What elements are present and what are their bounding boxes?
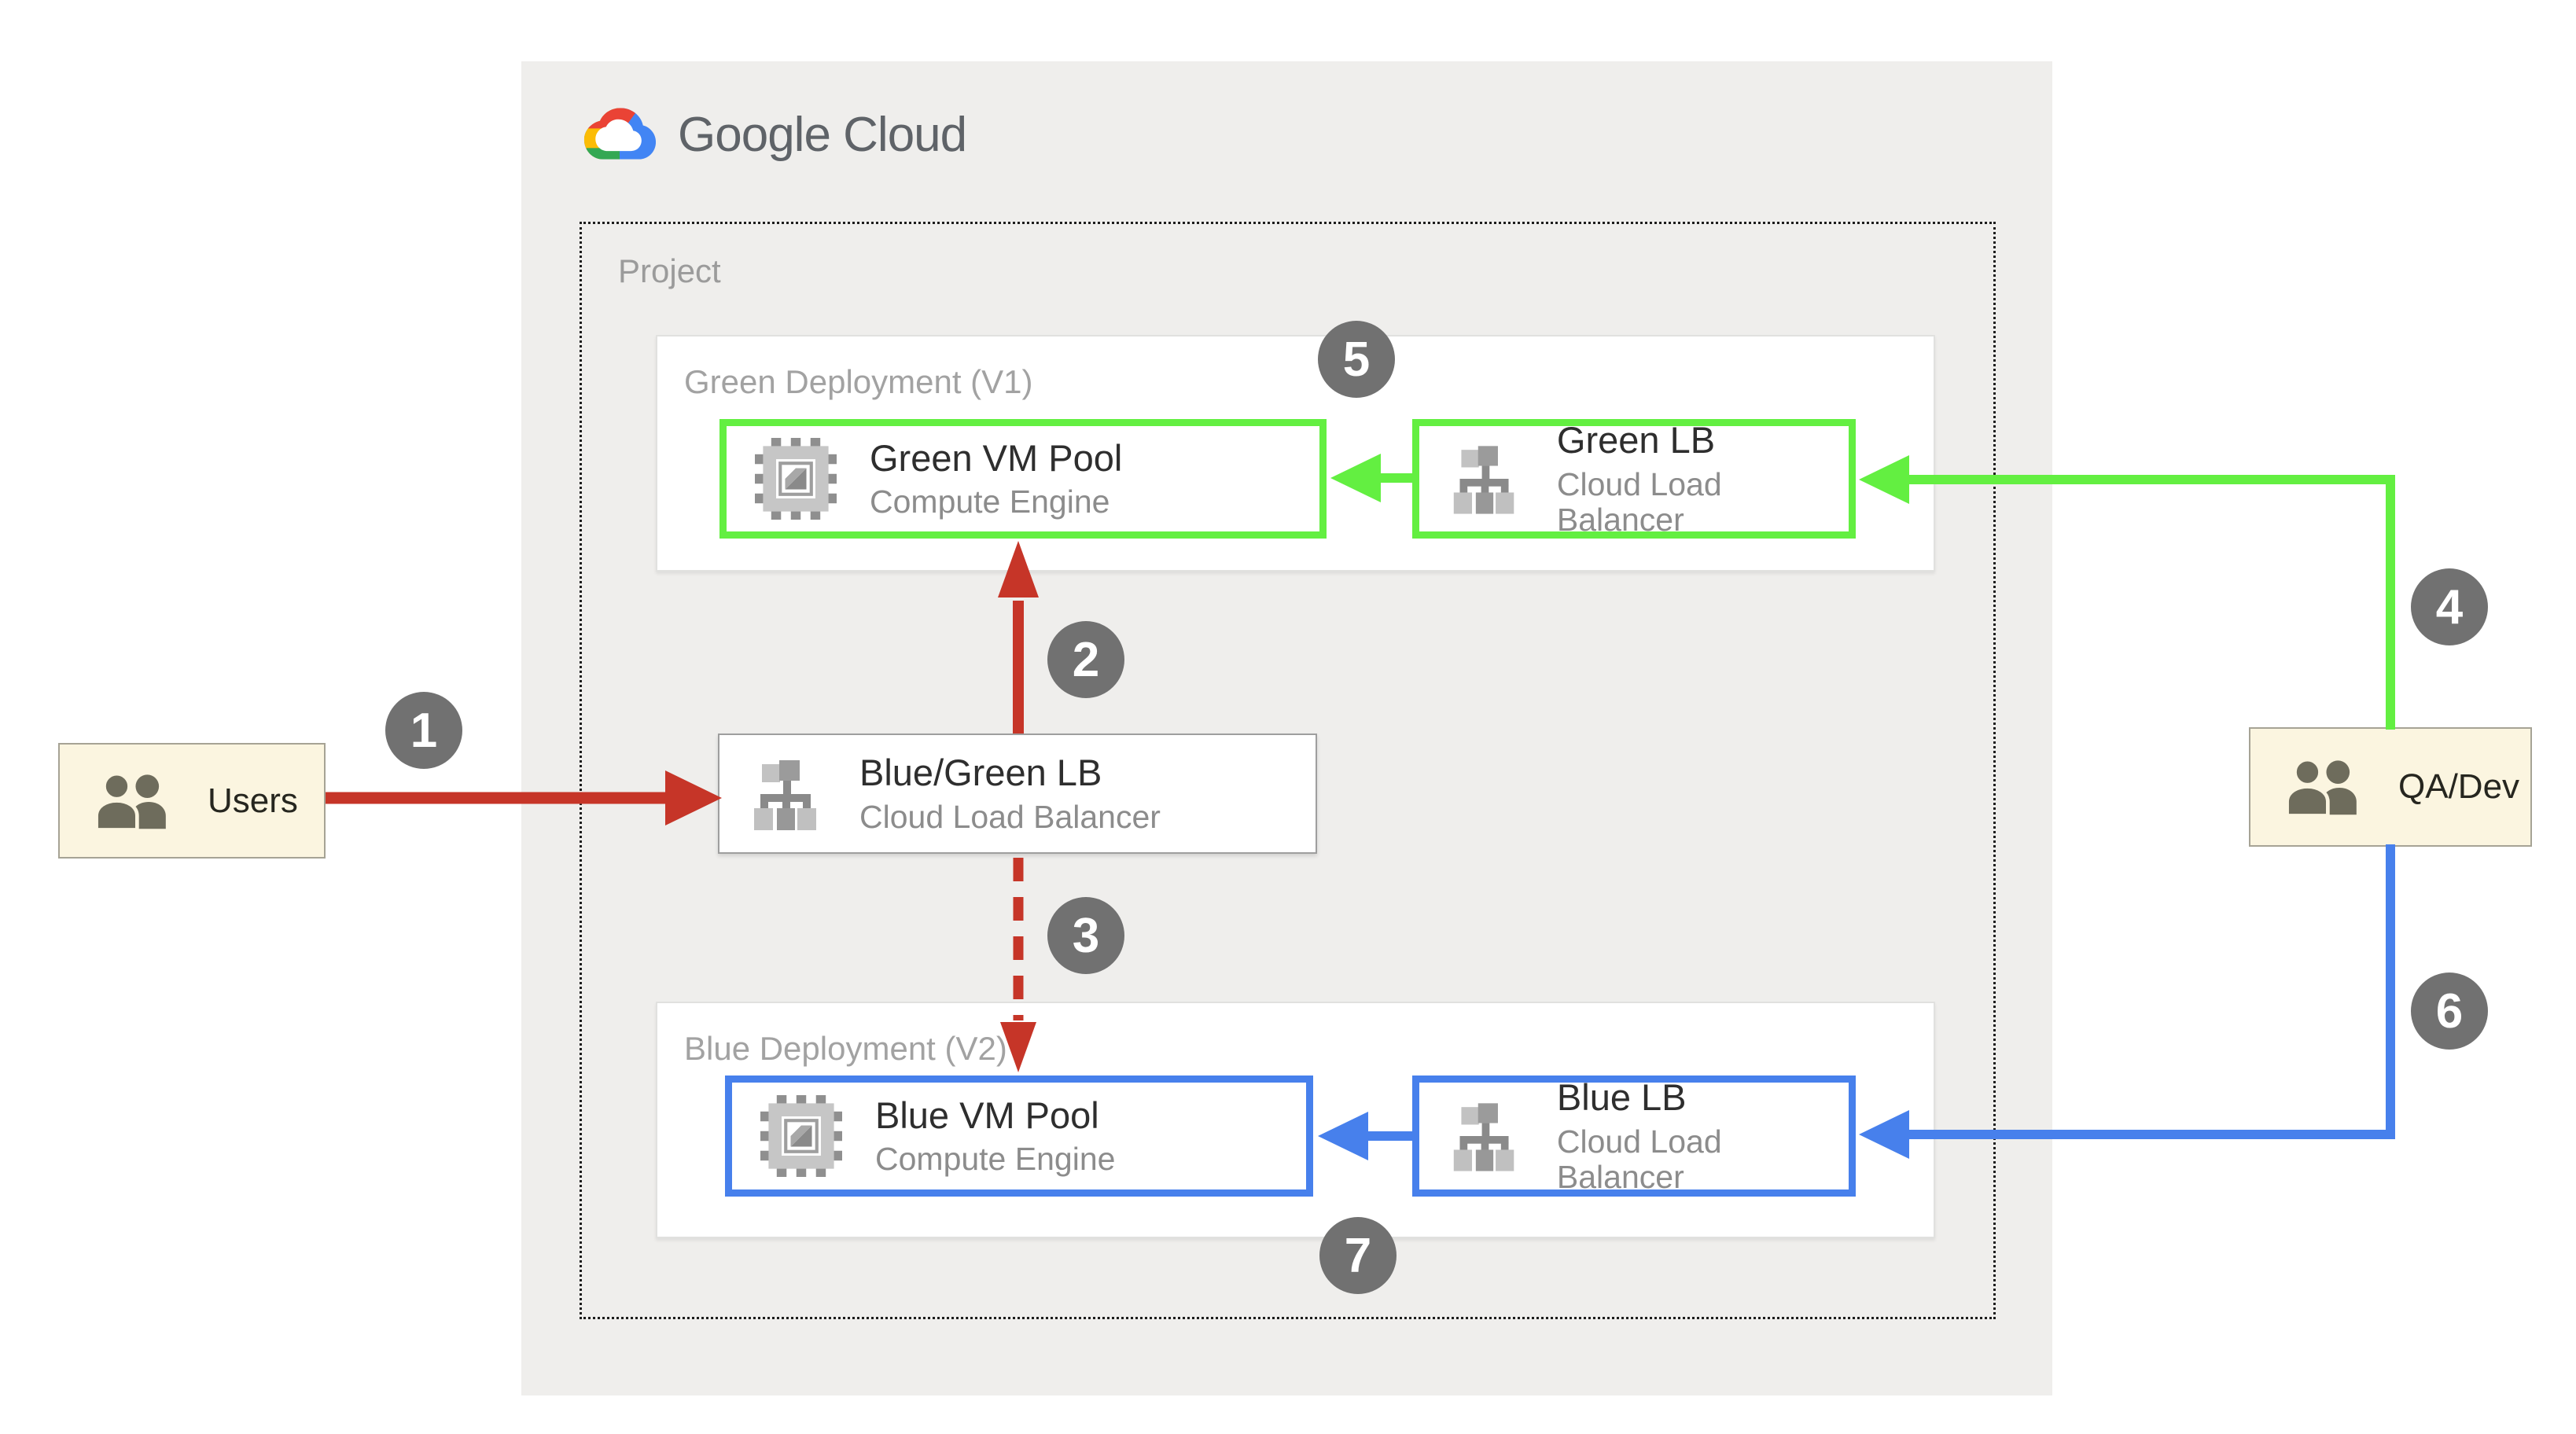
blue-deployment-label: Blue Deployment (V2) <box>684 1030 1007 1067</box>
google-cloud-logo-icon <box>583 108 657 160</box>
green-lb-node: Green LB Cloud Load Balancer <box>1412 419 1856 539</box>
blue-lb-node: Blue LB Cloud Load Balancer <box>1412 1076 1856 1197</box>
users-actor: Users <box>58 743 326 859</box>
compute-engine-icon <box>760 1095 842 1177</box>
qa-dev-actor: QA/Dev <box>2249 727 2532 847</box>
compute-engine-icon <box>755 438 837 520</box>
google-cloud-logo-text: Google Cloud <box>678 107 967 162</box>
step-badge-5: 5 <box>1318 321 1395 398</box>
green-deployment-label: Green Deployment (V1) <box>684 363 1033 400</box>
blue-vm-pool-subtitle: Compute Engine <box>875 1141 1116 1178</box>
blue-vm-pool-title: Blue VM Pool <box>875 1094 1099 1136</box>
users-label: Users <box>208 781 298 820</box>
load-balancer-icon <box>1453 446 1514 514</box>
project-boundary: Project <box>580 222 1996 1319</box>
blue-vm-pool-text: Blue VM Pool Compute Engine <box>875 1094 1116 1178</box>
users-icon <box>2285 757 2357 818</box>
users-icon <box>94 771 166 832</box>
step-badge-7: 7 <box>1319 1217 1397 1294</box>
load-balancer-icon <box>1453 1103 1514 1171</box>
blue-vm-pool-node: Blue VM Pool Compute Engine <box>725 1076 1313 1197</box>
step-badge-4: 4 <box>2411 568 2488 645</box>
step-badge-1: 1 <box>385 692 462 769</box>
step-badge-6: 6 <box>2411 973 2488 1050</box>
blue-lb-subtitle: Cloud Load Balancer <box>1556 1123 1722 1195</box>
blue-lb-title: Blue LB <box>1556 1076 1687 1119</box>
blue-green-lb-title: Blue/Green LB <box>859 752 1102 794</box>
green-vm-pool-subtitle: Compute Engine <box>870 484 1110 520</box>
step-badge-3: 3 <box>1047 897 1124 974</box>
green-vm-pool-node: Green VM Pool Compute Engine <box>719 419 1327 539</box>
blue-lb-text: Blue LB Cloud Load Balancer <box>1557 1077 1849 1195</box>
green-lb-text: Green LB Cloud Load Balancer <box>1557 420 1849 538</box>
green-lb-subtitle: Cloud Load Balancer <box>1556 465 1722 538</box>
green-vm-pool-text: Green VM Pool Compute Engine <box>870 436 1123 520</box>
google-cloud-logo-row: Google Cloud <box>582 104 967 165</box>
blue-green-lb-node: Blue/Green LB Cloud Load Balancer <box>718 734 1317 854</box>
project-label: Project <box>618 252 721 289</box>
blue-green-lb-text: Blue/Green LB Cloud Load Balancer <box>859 752 1161 835</box>
step-badge-2: 2 <box>1047 621 1124 698</box>
green-vm-pool-title: Green VM Pool <box>870 436 1123 479</box>
load-balancer-icon <box>754 759 816 830</box>
green-lb-title: Green LB <box>1556 419 1716 461</box>
qa-dev-label: QA/Dev <box>2398 767 2520 806</box>
blue-green-lb-subtitle: Cloud Load Balancer <box>859 798 1161 835</box>
